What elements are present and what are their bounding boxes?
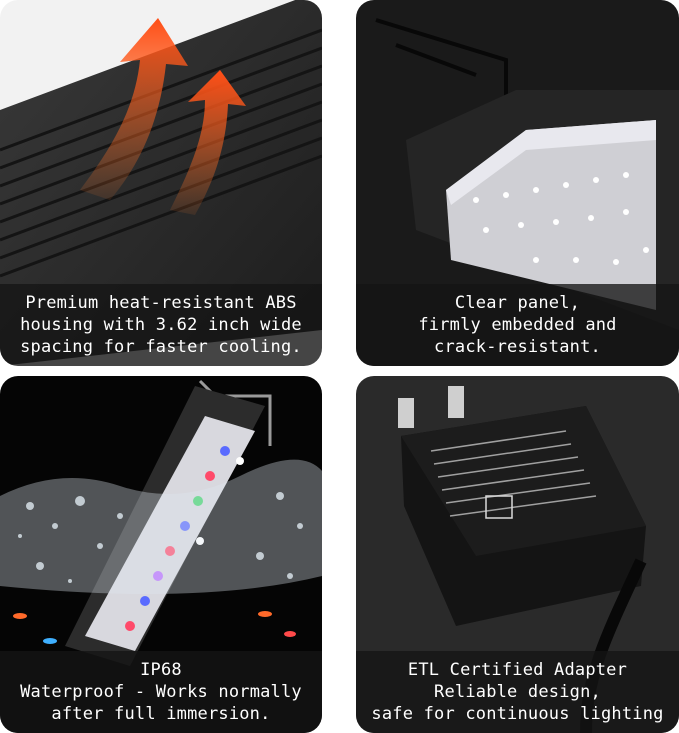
waterproof-illustration	[0, 379, 322, 666]
bubbles	[18, 492, 303, 583]
plug-prong	[448, 386, 464, 418]
adapter-label-lines	[430, 430, 597, 517]
bracket-wire	[375, 18, 508, 110]
fish	[13, 611, 296, 644]
caption-clear: Clear panel, firmly embedded and crack-r…	[356, 284, 679, 366]
housing-body	[0, 0, 322, 366]
etl-mark-icon	[485, 495, 513, 519]
light-illustration	[375, 18, 679, 330]
led-dots	[473, 172, 649, 265]
bracket-wire	[198, 379, 272, 446]
panel-housing: Premium heat-resistant ABS housing with …	[0, 0, 322, 366]
heat-arrow-icon	[80, 18, 188, 200]
caption-waterproof: IP68 Waterproof - Works normally after f…	[0, 651, 322, 733]
panel-waterproof: IP68 Waterproof - Works normally after f…	[0, 376, 322, 733]
water-splash	[0, 459, 322, 594]
panel-adapter: ETL Certified Adapter Reliable design, s…	[356, 376, 679, 733]
panel-clear: Clear panel, firmly embedded and crack-r…	[356, 0, 679, 366]
housing-illustration	[0, 0, 322, 366]
caption-housing: Premium heat-resistant ABS housing with …	[0, 284, 322, 366]
caption-adapter: ETL Certified Adapter Reliable design, s…	[356, 651, 679, 733]
plug-prong	[398, 398, 414, 428]
heat-arrow-icon	[170, 70, 246, 215]
rgb-leds	[125, 446, 244, 631]
